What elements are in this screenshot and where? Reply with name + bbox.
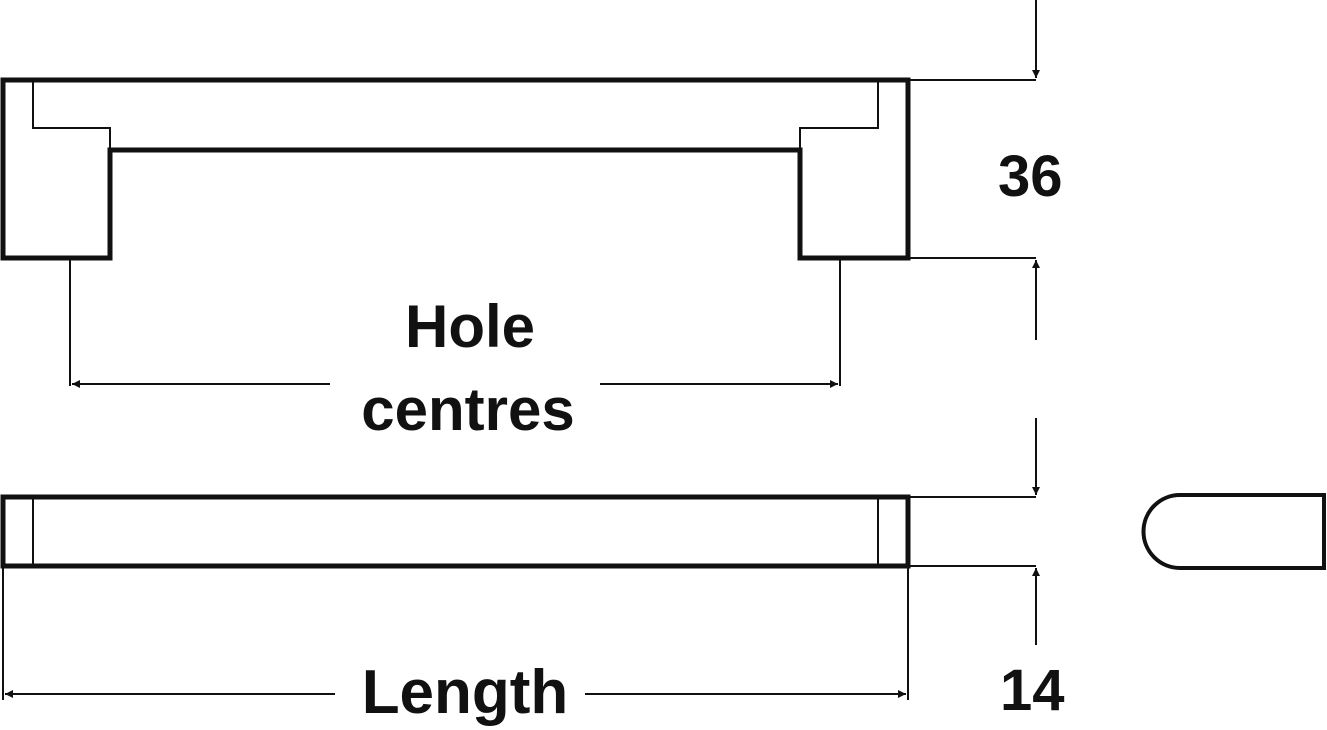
height-dimension [910,0,1040,340]
handle-side-view [0,494,911,569]
height-value-label: 36 [998,144,1063,209]
length-label: Length [361,658,569,727]
hole-centres-label-line1: Hole [404,293,536,360]
handle-end-profile [1141,493,1326,570]
length-dimension [2,568,909,700]
hole-centres-dimension [69,260,841,388]
handle-top-view [0,77,911,261]
depth-dimension [910,418,1040,645]
depth-value-label: 14 [1000,658,1065,723]
hole-centres-label-line2: centres [361,376,575,443]
